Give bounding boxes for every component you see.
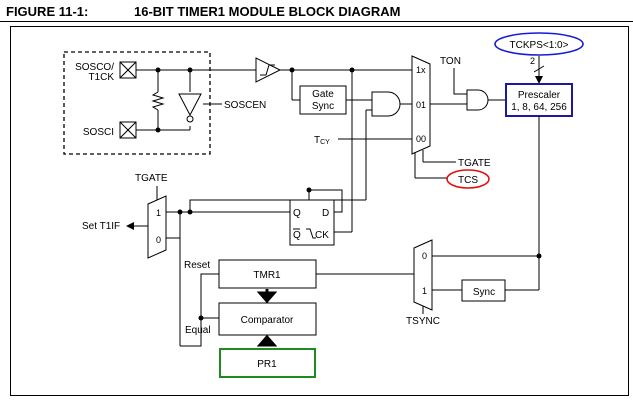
gate-sync-line2: Sync <box>312 101 334 112</box>
schmitt-trigger-icon <box>255 57 282 83</box>
prescaler-ratios: 1, 8, 64, 256 <box>511 102 567 113</box>
tcs-label: TCS <box>458 175 478 186</box>
sosco-label-1: SOSCO/ <box>75 62 114 73</box>
and-gate-2-icon <box>466 89 489 111</box>
tckps-width-label: 2 <box>530 56 535 66</box>
sync-label: Sync <box>473 287 495 298</box>
sosco-label-2: T1CK <box>88 72 114 83</box>
pr1-label: PR1 <box>257 359 277 370</box>
tcy-sub: CY <box>320 139 330 146</box>
ff-q-label: Q <box>293 208 301 219</box>
tckps-label: TCKPS<1:0> <box>510 40 569 51</box>
mux-input-01: 01 <box>416 100 426 110</box>
equal-label: Equal <box>185 325 211 336</box>
gate-sync-block <box>299 85 347 115</box>
sosci-label: SOSCI <box>83 127 114 138</box>
tgate-right-label: TGATE <box>458 158 491 169</box>
junction-dots <box>155 67 193 133</box>
mux-input-00: 00 <box>416 134 426 144</box>
tcs-highlight <box>446 169 490 189</box>
tgate-left-label: TGATE <box>135 173 168 184</box>
header-rule <box>0 21 633 22</box>
ff-d-label: D <box>322 208 329 219</box>
clock-source-mux <box>411 55 431 155</box>
tcy-label: TCY <box>314 135 330 146</box>
tmr1-label: TMR1 <box>253 270 281 281</box>
tsync-mux <box>413 239 433 311</box>
sync-mux-input-1: 1 <box>422 286 427 296</box>
resistor-icon <box>151 91 165 111</box>
t1if-mux-input-0: 0 <box>156 235 161 245</box>
comparator-block <box>218 302 317 336</box>
diagram-frame <box>10 26 629 396</box>
tcy-base: T <box>314 135 320 146</box>
ff-ck-label: CK <box>315 230 329 241</box>
comparator-label: Comparator <box>241 315 294 326</box>
t1if-mux-input-1: 1 <box>156 208 161 218</box>
ton-label: TON <box>440 56 461 67</box>
prescaler-title: Prescaler <box>518 90 561 101</box>
sosco-pin-icon <box>119 61 137 79</box>
ff-qbar-label: Q <box>293 230 301 241</box>
pr1-to-comparator-arrow <box>256 334 278 347</box>
falling-edge-icon <box>306 228 316 239</box>
figure-number: FIGURE 11-1: <box>6 4 89 19</box>
figure-title: 16-BIT TIMER1 MODULE BLOCK DIAGRAM <box>134 4 401 19</box>
soscen-label: SOSCEN <box>224 100 266 111</box>
sync-mux-input-0: 0 <box>422 251 427 261</box>
pr1-register <box>219 348 316 378</box>
set-t1if-label: Set T1IF <box>82 221 120 232</box>
tmr1-register <box>218 259 317 289</box>
reset-label: Reset <box>184 260 210 271</box>
tsync-label: TSYNC <box>406 316 440 327</box>
tmr1-to-comparator-arrow <box>256 289 278 304</box>
sosci-pin-icon <box>119 121 137 139</box>
gate-sync-line1: Gate <box>312 89 334 100</box>
inverter-buffer-icon <box>178 93 202 123</box>
figure-header: FIGURE 11-1: 16-BIT TIMER1 MODULE BLOCK D… <box>6 4 401 19</box>
d-flipflop <box>289 199 335 246</box>
t1if-mux <box>147 195 167 259</box>
tckps-highlight <box>494 32 584 56</box>
and-gate-1-icon <box>371 91 401 117</box>
oscillator-box <box>63 51 211 155</box>
mux-input-1x: 1x <box>416 65 426 75</box>
